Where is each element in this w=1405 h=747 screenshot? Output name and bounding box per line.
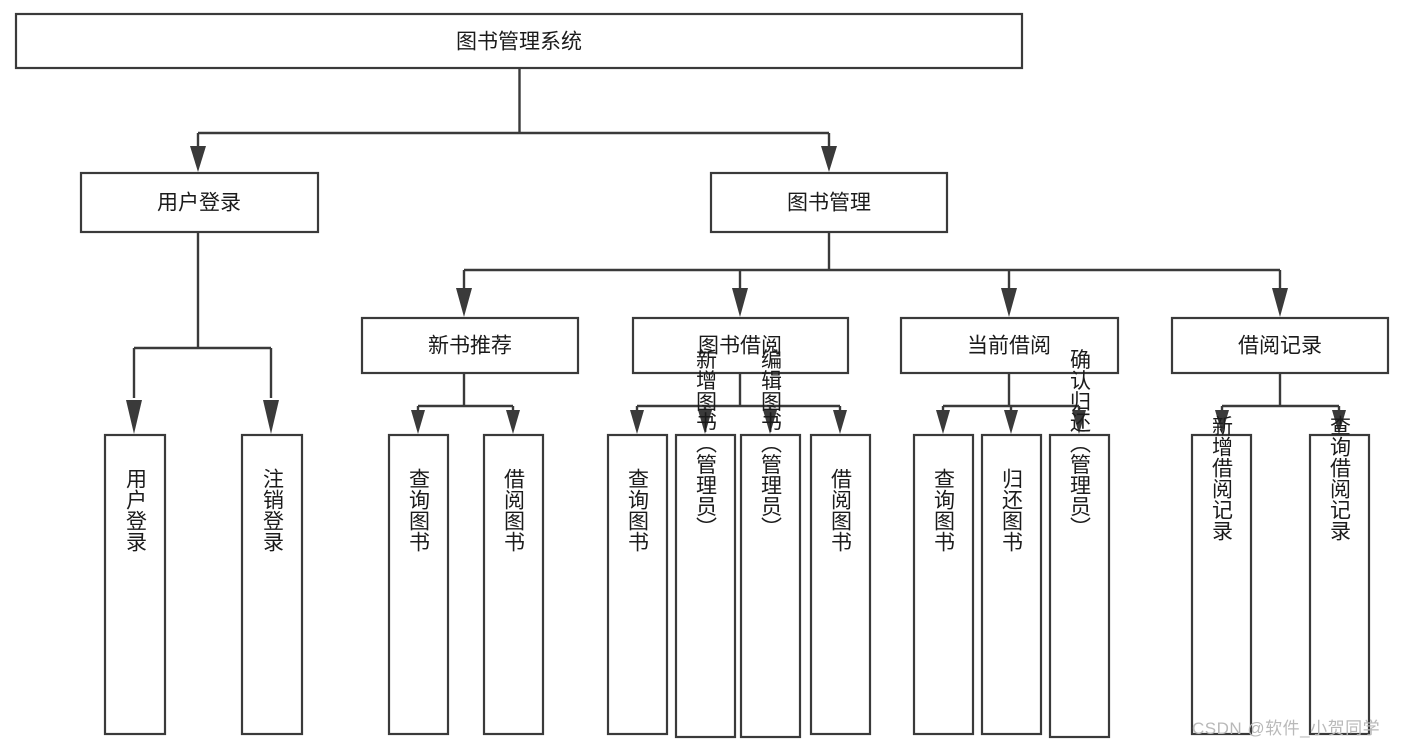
csdn-watermark: CSDN @软件_小贺同学 [1192,719,1381,738]
leaf-box-bb-3 [739,433,802,739]
arrowhead-user-login [190,146,206,172]
arrowhead-book-manage [821,146,837,172]
leaf-node-user-login-2[interactable]: 注销登录 [240,433,304,736]
leaf-box-user-login-1 [103,433,167,736]
node-label-borrow-record: 借阅记录 [1238,335,1322,358]
arrowhead-leaf-cb-2 [1004,410,1018,434]
node-label-new-book-recommend: 新书推荐 [428,335,512,358]
arrowhead-current-borrow [1001,288,1017,317]
arrowhead-new-book-recommend [456,288,472,317]
connector-group-root [190,68,837,172]
leaf-box-br-2 [1308,433,1371,736]
connector-group-book-borrow [630,373,847,434]
arrowhead-book-borrow [732,288,748,317]
leaf-label-nbr-1: 查询图书 [407,468,431,552]
leaf-label-br-1: 新增借阅记录 [1210,415,1234,541]
node-borrow-record[interactable]: 借阅记录 [1170,316,1390,375]
leaf-node-user-login-1[interactable]: 用户登录 [103,433,167,736]
leaf-box-user-login-2 [240,433,304,736]
leaf-label-user-login-2: 注销登录 [261,468,285,552]
leaf-node-current-borrow-3[interactable]: 确认归还（管理员） [1048,349,1111,739]
node-book-management[interactable]: 图书管理 [709,171,949,234]
node-root-book-management-system[interactable]: 图书管理系统 [14,12,1024,70]
leaf-box-bb-2 [674,433,737,739]
arrowhead-leaf-bb-1 [630,410,644,434]
leaf-label-br-2: 查询借阅记录 [1328,415,1352,541]
arrowhead-leaf-user-login-2 [263,400,279,434]
arrowhead-leaf-br-2 [1332,410,1346,434]
node-current-borrow[interactable]: 当前借阅 [899,316,1120,375]
arrowhead-leaf-bb-4 [833,410,847,434]
leaf-label-bb-1: 查询图书 [626,468,650,552]
node-label-current-borrow: 当前借阅 [967,335,1051,358]
arrowhead-leaf-user-login-1 [126,400,142,434]
leaf-node-book-borrow-1[interactable]: 查询图书 [606,433,669,736]
node-label-book-borrow: 图书借阅 [698,335,782,358]
leaf-node-new-book-recommend-2[interactable]: 借阅图书 [482,433,545,736]
node-box-user-login [79,171,320,234]
arrowhead-leaf-cb-3 [1072,410,1086,434]
leaf-node-borrow-record-2[interactable]: 查询借阅记录 [1308,415,1371,736]
leaf-node-book-borrow-2[interactable]: 新增图书（管理员） [674,349,737,739]
leaf-label-user-login-1: 用户登录 [124,468,148,552]
leaf-node-current-borrow-2[interactable]: 归还图书 [980,433,1043,736]
arrowhead-leaf-br-1 [1215,410,1229,434]
node-box-book-management [709,171,949,234]
node-new-book-recommend[interactable]: 新书推荐 [360,316,580,375]
node-user-login[interactable]: 用户登录 [79,171,320,234]
arrowhead-leaf-nbr-1 [411,410,425,434]
arrowhead-leaf-bb-3 [763,410,777,434]
leaf-box-bb-1 [606,433,669,736]
node-label-book-management: 图书管理 [787,192,871,215]
arrowhead-leaf-nbr-2 [506,410,520,434]
leaf-box-nbr-2 [482,433,545,736]
node-label-root: 图书管理系统 [456,31,582,54]
leaf-box-nbr-1 [387,433,450,736]
node-box-current-borrow [899,316,1120,375]
node-label-user-login: 用户登录 [157,192,241,215]
leaf-box-cb-3 [1048,433,1111,739]
node-box-new-book-recommend [360,316,580,375]
node-box-root [14,12,1024,70]
connector-group-book-manage [456,232,1288,317]
leaf-label-nbr-2: 借阅图书 [502,468,526,552]
leaf-node-book-borrow-4[interactable]: 借阅图书 [809,433,872,736]
leaf-label-cb-1: 查询图书 [932,468,956,552]
leaf-node-borrow-record-1[interactable]: 新增借阅记录 [1190,415,1253,736]
arrowhead-leaf-bb-2 [698,410,712,434]
arrowhead-leaf-cb-1 [936,410,950,434]
leaf-label-cb-3: 确认归还（管理员） [1068,349,1092,538]
leaf-node-book-borrow-3[interactable]: 编辑图书（管理员） [739,349,802,739]
node-box-book-borrow [631,316,850,375]
leaf-box-cb-2 [980,433,1043,736]
node-book-borrow[interactable]: 图书借阅 [631,316,850,375]
connector-group-new-book-recommend [411,373,520,434]
leaf-label-bb-3: 编辑图书（管理员） [759,349,783,538]
leaf-box-cb-1 [912,433,975,736]
leaf-label-bb-4: 借阅图书 [829,468,853,552]
leaf-node-new-book-recommend-1[interactable]: 查询图书 [387,433,450,736]
node-box-borrow-record [1170,316,1390,375]
connector-group-user-login [126,232,279,434]
leaf-node-current-borrow-1[interactable]: 查询图书 [912,433,975,736]
leaf-label-cb-2: 归还图书 [1000,468,1024,552]
leaf-label-bb-2: 新增图书（管理员） [694,349,718,538]
leaf-box-br-1 [1190,433,1253,736]
connector-group-current-borrow [936,373,1086,434]
connector-group-borrow-record [1215,373,1346,434]
leaf-box-bb-4 [809,433,872,736]
arrowhead-borrow-record [1272,288,1288,317]
